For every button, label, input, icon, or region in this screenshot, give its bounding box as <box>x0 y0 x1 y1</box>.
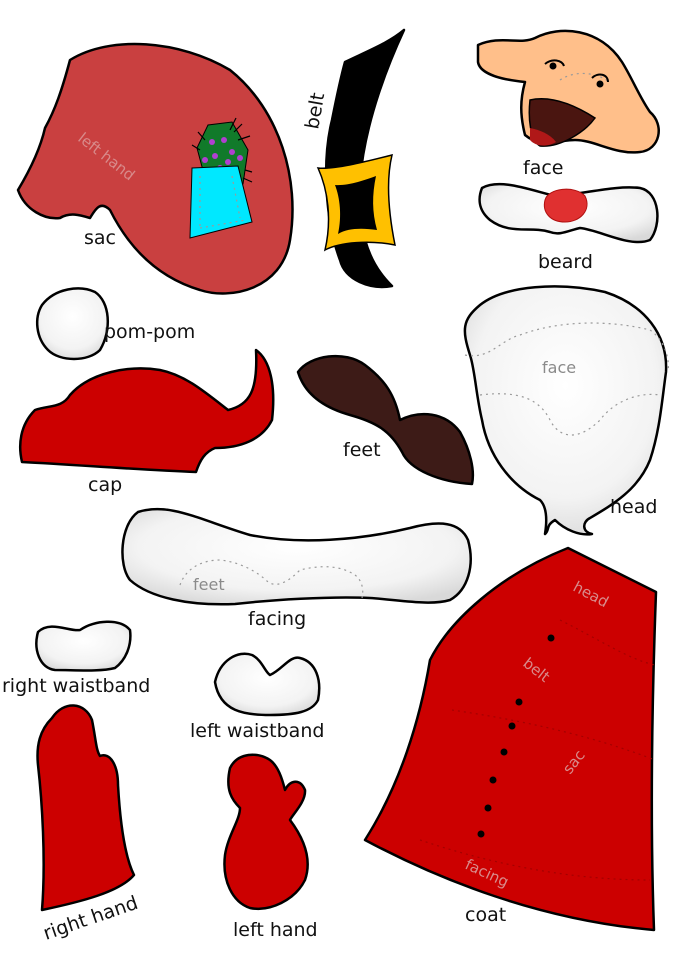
cap-label: cap <box>88 474 122 496</box>
left-waistband-piece[interactable]: left waistband <box>190 652 324 742</box>
head-piece[interactable]: face head <box>463 285 670 536</box>
gift-whiskers <box>191 117 253 183</box>
right-waistband-label: right waistband <box>2 675 150 697</box>
gift-sparkles <box>202 137 243 171</box>
face-label: face <box>523 157 563 179</box>
pompom-piece[interactable]: pom-pom <box>35 287 195 361</box>
beard-nose <box>543 188 588 223</box>
beard-label: beard <box>538 251 593 273</box>
face-eyes <box>544 59 609 88</box>
head-hint-label: face <box>542 358 576 377</box>
gift-box <box>189 165 253 239</box>
facing-hint-label: feet <box>193 575 225 594</box>
buckle <box>316 153 396 252</box>
belt-piece[interactable]: belt <box>301 28 406 289</box>
left-hand-label: left hand <box>233 919 318 941</box>
sac-piece[interactable]: left hand sac <box>16 42 294 295</box>
right-waistband-piece[interactable]: right waistband <box>2 620 150 697</box>
right-hand-piece[interactable]: right hand <box>36 704 141 945</box>
head-label: head <box>610 496 657 518</box>
coat-piece[interactable]: head belt sac facing coat <box>363 546 658 932</box>
beard-piece[interactable]: beard <box>478 183 659 273</box>
feet-piece[interactable]: feet <box>296 354 475 486</box>
feet-label: feet <box>343 439 381 461</box>
left-waistband-label: left waistband <box>190 720 324 742</box>
facing-piece[interactable]: feet facing <box>121 507 472 630</box>
coat-buttons <box>477 634 555 838</box>
face-piece[interactable]: face <box>476 29 660 179</box>
belt-label: belt <box>301 91 329 131</box>
sac-label: sac <box>84 227 116 249</box>
left-hand-piece[interactable]: left hand <box>223 753 318 941</box>
coat-label: coat <box>465 904 506 926</box>
pompom-label: pom-pom <box>104 321 195 343</box>
facing-label: facing <box>248 608 306 630</box>
cap-piece[interactable]: cap <box>18 348 275 496</box>
